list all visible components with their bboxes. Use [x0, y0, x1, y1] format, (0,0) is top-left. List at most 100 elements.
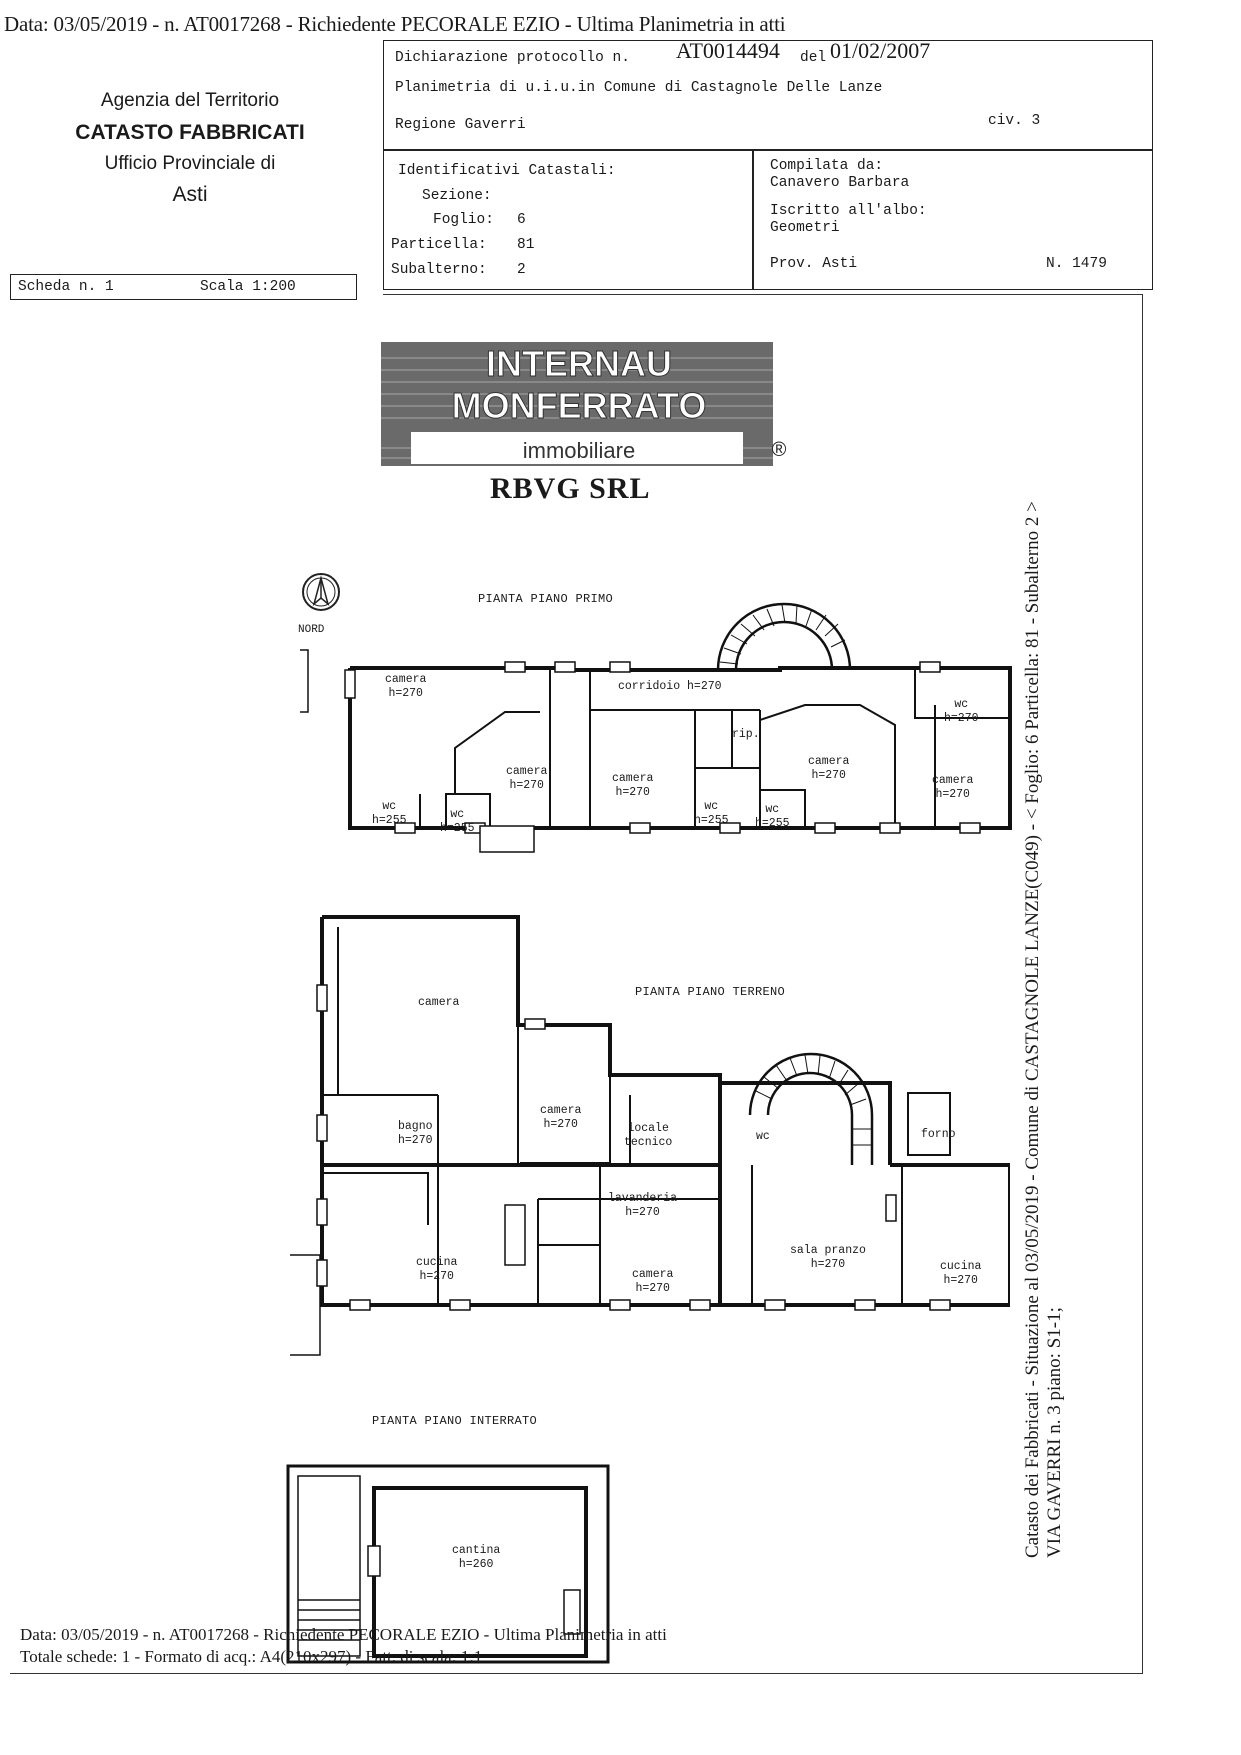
room-label: wc: [954, 698, 969, 711]
ground-floor-partitions: [322, 927, 951, 1305]
logo-band: [411, 432, 743, 464]
first-floor-stair-steps: [719, 604, 846, 665]
footer-line-1: Data: 03/05/2019 - n. AT0017268 - Richie…: [20, 1625, 667, 1644]
declaration-del: del: [800, 50, 827, 66]
basement-ramp: [297, 1475, 361, 1657]
ground-floor-plan: [290, 915, 1010, 1356]
room-height: h=255: [755, 817, 790, 830]
ground-floor-walls: [320, 915, 1010, 1307]
internal-stair: [504, 1204, 526, 1266]
room-label: camera: [506, 765, 548, 778]
room-label: camera: [808, 755, 850, 768]
subalterno-label: Subalterno:: [391, 262, 487, 278]
side-line-1: Catasto dei Fabbricati - Situazione al 0…: [1022, 501, 1043, 1558]
basement-title: PIANTA PIANO INTERRATO: [372, 1414, 538, 1428]
compiler-name: Canavero Barbara: [770, 175, 910, 191]
room-ripostiglio: rip.: [732, 728, 760, 742]
identifiers-title: Identificativi Catastali:: [398, 163, 616, 179]
room-camera-g1: camera: [418, 996, 459, 1010]
footer: Data: 03/05/2019 - n. AT0017268 - Richie…: [20, 1624, 667, 1668]
room-height: h=255: [694, 814, 729, 827]
identifiers-box: [383, 150, 753, 290]
region-text: Regione Gaverri: [395, 117, 526, 133]
protocol-number: AT0014494: [676, 38, 780, 63]
ground-floor-title: PIANTA PIANO TERRENO: [635, 985, 786, 999]
room-label: camera: [385, 673, 427, 686]
office-city: Asti: [172, 183, 208, 206]
room-label: forno: [921, 1128, 956, 1141]
footer-line-2: Totale schede: 1 - Formato di acq.: A4(2…: [20, 1647, 483, 1666]
room-forno: forno: [921, 1128, 956, 1142]
room-height: h=270: [811, 769, 846, 782]
declaration-box: [383, 40, 1153, 150]
room-height: h=270: [687, 680, 722, 693]
north-label: NORD: [298, 624, 325, 636]
basement-outer-walls: [286, 1464, 610, 1664]
catasto-title: CATASTO FABBRICATI: [75, 121, 305, 144]
particella-label: Particella:: [391, 237, 487, 253]
agency-name: Agenzia del Territorio: [100, 90, 280, 111]
ground-floor-stair-steps: [755, 1054, 872, 1146]
room-height: h=270: [509, 779, 544, 792]
company-name: RBVG SRL: [490, 472, 651, 505]
room-corridoio: corridoio h=270: [618, 680, 722, 694]
agency-block: Agenzia del Territorio CATASTO FABBRICAT…: [40, 86, 340, 212]
logo-line-1: INTERNAU: [486, 343, 672, 384]
header-line: Data: 03/05/2019 - n. AT0017268 - Richie…: [4, 12, 786, 36]
room-height: h=260: [458, 1558, 494, 1571]
drawing-frame: [10, 294, 1143, 1674]
room-height: h=270: [944, 712, 979, 725]
subalterno-value: 2: [517, 262, 526, 278]
room-label: cantina: [452, 1544, 501, 1557]
internau-logo: INTERNAU MONFERRATO immobiliare ®: [381, 342, 787, 466]
compiler-box: [753, 150, 1153, 290]
room-label: sala pranzo: [790, 1244, 866, 1257]
office-label: Ufficio Provinciale di: [104, 153, 276, 174]
header-rule: [383, 294, 1143, 295]
room-label: wc: [704, 800, 719, 813]
planimetria-text: Planimetria di u.i.u.in Comune di Castag…: [395, 80, 883, 96]
registered-mark: ®: [772, 439, 787, 461]
particella-value: 81: [517, 237, 535, 253]
compiler-title: Compilata da:: [770, 158, 884, 174]
room-height: h=270: [943, 1274, 978, 1287]
room-label: camera: [612, 772, 654, 785]
room-height: h=270: [635, 1282, 670, 1295]
declaration-label: Dichiarazione protocollo n.: [395, 50, 630, 66]
side-cadastral-text: Catasto dei Fabbricati - Situazione al 0…: [1022, 501, 1066, 1558]
first-floor-plan: [300, 602, 1012, 853]
room-label: cucina: [416, 1256, 458, 1269]
room-label: cucina: [940, 1260, 982, 1273]
compiler-number: N. 1479: [1046, 256, 1107, 272]
room-height: h=270: [543, 1118, 578, 1131]
room-label: bagno: [398, 1120, 433, 1133]
basement-plan: [286, 1464, 610, 1664]
room-height: h=270: [625, 1206, 660, 1219]
albo-label: Iscritto all'albo:: [770, 203, 927, 219]
room-label: camera: [540, 1104, 582, 1117]
first-floor-title: PIANTA PIANO PRIMO: [478, 592, 614, 606]
ground-floor-stair: [748, 1052, 874, 1165]
room-label: camera: [418, 996, 460, 1009]
first-floor-stair: [716, 602, 852, 671]
room-label: camera: [932, 774, 974, 787]
external-step: [290, 1254, 321, 1356]
room-label: locale: [627, 1122, 669, 1135]
room-label: rip.: [732, 728, 760, 741]
room-height: h=270: [810, 1258, 846, 1271]
